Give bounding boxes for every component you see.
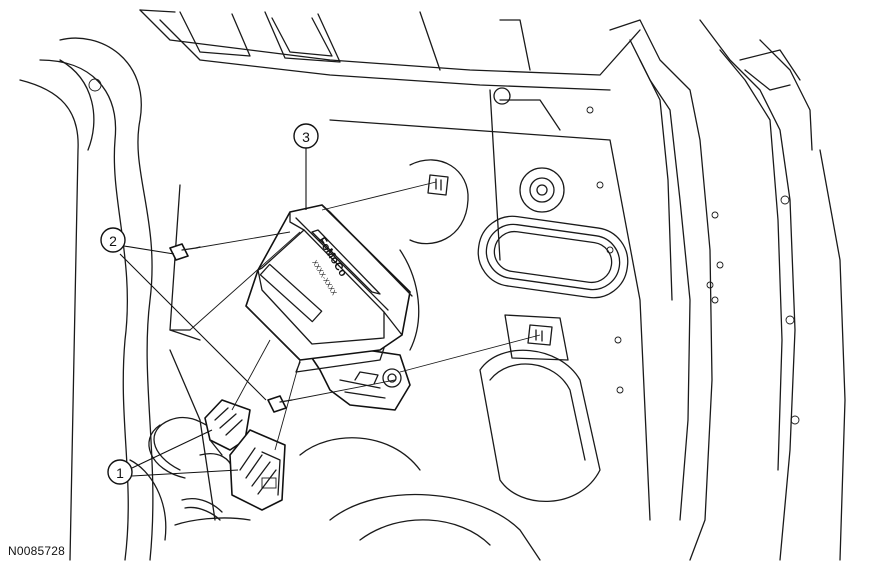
- svg-text:1: 1: [116, 465, 124, 481]
- figure-id-label: N0085728: [8, 544, 65, 558]
- svg-text:3: 3: [302, 129, 310, 145]
- module: FoMoCo XXXX-XXXX: [245, 204, 413, 411]
- door-panel-outline: [19, 9, 846, 561]
- callout-1: 1: [107, 459, 133, 485]
- callout-2: 2: [100, 227, 126, 253]
- callout-3: 3: [293, 123, 319, 149]
- callout-leaders: [119, 148, 307, 477]
- connector-lower: [229, 429, 286, 511]
- connector-upper: [204, 399, 251, 456]
- bolt-lower: [267, 395, 293, 413]
- svg-text:2: 2: [109, 233, 117, 249]
- assembly-lines: [189, 181, 541, 451]
- bolt-upper: [169, 243, 201, 261]
